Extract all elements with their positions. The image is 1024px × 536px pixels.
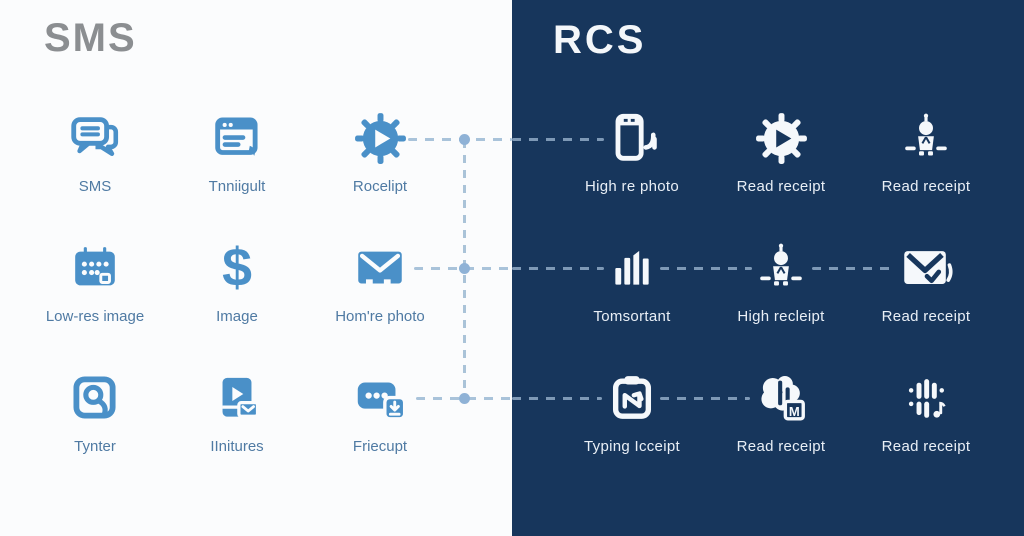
feature-cell: Tynter xyxy=(20,366,170,478)
feature-label: Tomsortant xyxy=(593,308,671,325)
feature-cell: IInitures xyxy=(162,366,312,478)
typing-bubble-icon xyxy=(351,366,409,430)
feature-label: Low-res image xyxy=(45,308,145,325)
gear-play-icon xyxy=(754,106,809,170)
feature-cell: Rocelipt xyxy=(305,106,455,218)
connector-row3-right-a xyxy=(512,397,602,400)
feature-label: Read receipt xyxy=(736,438,826,455)
rcs-panel-title: RCS xyxy=(553,18,647,62)
feature-cell: Hom're photo xyxy=(305,236,455,348)
feature-cell: Read receipt xyxy=(851,106,1001,218)
feature-cell: Read receipt xyxy=(851,236,1001,348)
feature-cell: Read receipt xyxy=(851,366,1001,478)
feature-cell: Tomsortant xyxy=(557,236,707,348)
clipboard-arrow-icon xyxy=(604,366,660,430)
feature-cell: High re photo xyxy=(557,106,707,218)
connector-row3-right-b xyxy=(660,397,750,400)
calendar-icon xyxy=(66,236,124,300)
feature-cell: Friecupt xyxy=(305,366,455,478)
robot-icon xyxy=(754,236,808,300)
smartphone-icon xyxy=(603,106,661,170)
feature-label: Tynter xyxy=(74,438,116,455)
photo-frame-icon xyxy=(66,366,124,430)
connector-row2-right-a xyxy=(512,267,604,270)
feature-cell: M Read receipt xyxy=(706,366,856,478)
feature-cell: SMS xyxy=(20,106,170,218)
feature-label: Friecupt xyxy=(352,438,408,455)
feature-cell: Typing Icceipt xyxy=(557,366,707,478)
feature-cell: Low-res image xyxy=(20,236,170,348)
feature-label: SMS xyxy=(78,178,112,195)
robot-icon xyxy=(899,106,953,170)
feature-label: Read receipt xyxy=(881,438,971,455)
browser-window-icon xyxy=(208,106,266,170)
connector-node-row2 xyxy=(459,263,470,274)
sms-panel: SMS SMS xyxy=(20,16,455,478)
video-player-icon xyxy=(209,366,265,430)
feature-cell: $ Image xyxy=(162,236,312,348)
feature-label: Read receipt xyxy=(881,308,971,325)
connector-row1-right xyxy=(512,138,604,141)
feature-cell: Tnniigult xyxy=(162,106,312,218)
connector-node-row1 xyxy=(459,134,470,145)
bar-chart-icon xyxy=(605,236,659,300)
feature-cell: High recleipt xyxy=(706,236,856,348)
connector-node-row3 xyxy=(459,393,470,404)
envelope-check-icon xyxy=(897,236,955,300)
feature-label: Hom're photo xyxy=(335,308,425,325)
svg-text:$: $ xyxy=(222,240,252,296)
feature-label: Read receipt xyxy=(736,178,826,195)
sms-panel-title: SMS xyxy=(44,16,137,60)
svg-text:M: M xyxy=(789,404,800,419)
feature-label: IInitures xyxy=(210,438,264,455)
feature-label: Image xyxy=(216,308,258,325)
gear-play-icon xyxy=(353,106,408,170)
audio-bars-icon xyxy=(899,366,953,430)
dollar-icon: $ xyxy=(209,236,265,300)
envelope-icon xyxy=(351,236,409,300)
brain-bars-icon: M xyxy=(752,366,810,430)
feature-label: High recleipt xyxy=(737,308,825,325)
feature-cell: Read receipt xyxy=(706,106,856,218)
feature-label: Tnniigult xyxy=(208,178,266,195)
chat-bubbles-icon xyxy=(66,106,124,170)
feature-label: Rocelipt xyxy=(352,178,408,195)
feature-label: Typing Icceipt xyxy=(584,438,680,455)
feature-label: Read receipt xyxy=(881,178,971,195)
connector-row2-right-b xyxy=(660,267,752,270)
connector-row2-right-c xyxy=(812,267,894,270)
feature-label: High re photo xyxy=(585,178,679,195)
